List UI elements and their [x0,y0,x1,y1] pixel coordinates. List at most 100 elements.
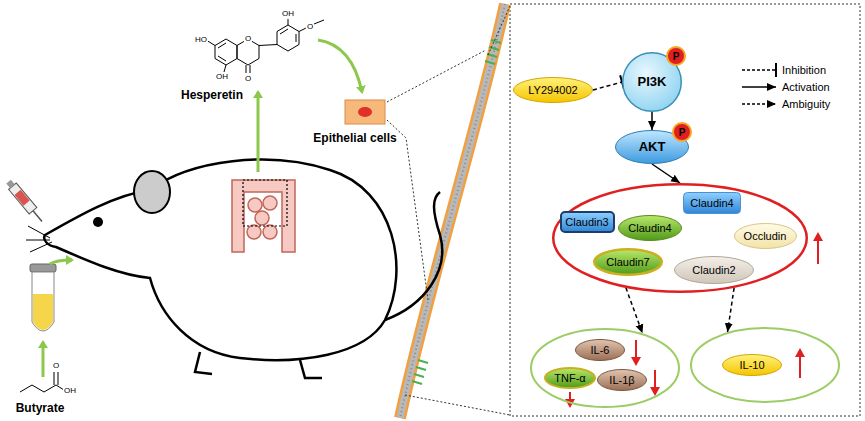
connector [651,112,653,130]
illustration-part [93,217,103,227]
illustration-part [405,6,510,415]
legend-item: Activation [782,82,830,93]
illustration-part [387,50,486,300]
node-text: Claudin7 [606,256,649,268]
protein-ellipse: Claudin2 [674,256,754,284]
kinase-circle: PI3K P [622,52,682,112]
cytokine-group-shape [691,328,839,402]
illustration-part [257,92,260,172]
connector [728,288,735,332]
illustration-part [263,196,277,210]
illustration-part [50,260,72,264]
compound-name: Butyrate [16,402,65,414]
protein-box: Claudin4 [683,192,741,214]
node-text: P [673,51,680,62]
illustration-part [400,4,505,418]
atom-label: O [244,35,252,43]
atom-label: O [244,75,252,83]
node-text: AKT [639,140,666,154]
legend-text: Activation [782,81,830,93]
cytokine-group: IL-6TNF-αIL-1β [530,328,680,408]
cytokine-ellipse: IL-6 [575,339,625,361]
protein-ellipse-shape [594,249,662,275]
cell-label-text: Epithelial cells [313,131,396,145]
illustration-part [400,4,505,418]
atom-label-text: OH [64,386,76,395]
illustration-part [799,352,801,378]
atom-label-text: OH [216,72,228,81]
illustration-part [232,180,295,252]
illustration-part [44,160,396,361]
illustration-part [345,100,385,124]
node-text: Claudin3 [565,216,608,228]
protein-box-shape [561,212,614,232]
illustration-part [9,183,37,214]
legend-sample [742,86,776,88]
cytokine-ellipse-shape [545,368,595,388]
illustration-part [817,236,819,264]
node-text: LY294002 [528,84,577,96]
illustration-part [42,342,45,377]
node-text: Occludin [744,230,787,242]
protein-ellipse: Occludin [734,223,797,249]
protein-ellipse: Claudin7 [593,248,663,276]
protein-box-shape [684,193,741,214]
illustration-part [243,180,287,226]
illustration-part [33,211,42,222]
connector [626,288,643,334]
phospho-badge-shape [673,123,691,141]
compound-name-text: Hesperetin [181,88,243,102]
cytokine-group: IL-10 [690,327,840,403]
atom-label: OH [215,73,229,81]
node-text: Claudin4 [690,197,733,209]
illustration-part [232,180,295,252]
illustration-part [412,360,428,384]
illustration-part [33,294,53,330]
phospho-badge: P [666,46,686,66]
kinase-ellipse: AKT P [615,130,689,164]
tight-junction-ellipse: Claudin3Claudin4Claudin4Claudin7Occludin… [552,183,808,293]
atom-label-text: O [245,34,251,43]
cell-label: Epithelial cells [313,132,396,144]
atom-label: HO [194,36,208,44]
illustration-part [248,198,262,212]
illustration-part [6,180,14,188]
cytokine-ellipse-shape [723,355,782,376]
illustration-part [570,236,818,404]
node-text: PI3K [638,75,667,89]
atom-label: OH [63,387,77,395]
illustration-part [635,340,637,362]
illustration-part [20,372,64,392]
illustration-part [247,225,261,239]
illustration-part [255,211,269,225]
illustration-part [400,4,505,418]
cytokine-ellipse: TNF-α [544,367,596,389]
node-text: TNF-α [554,372,585,384]
illustration-part [26,226,52,252]
protein-ellipse-shape [734,224,796,249]
node-text: Claudin2 [692,264,735,276]
phospho-badge-shape [667,47,685,65]
illustration-part [206,19,324,73]
illustration-part [218,29,296,61]
atom-label: O [306,23,314,31]
node-text: Claudin4 [628,222,671,234]
illustration-part [5,178,46,224]
connector [652,164,680,183]
node-text: P [679,127,686,138]
atom-label-text: O [53,361,59,370]
atom-label-text: HO [195,35,207,44]
legend-text: Inhibition [782,64,826,76]
illustration-part [318,40,362,92]
illustration-part [206,19,324,73]
illustration-part [215,39,237,65]
cytokine-ellipse-shape [598,370,647,391]
illustration-part [20,372,64,392]
compound-name: Hesperetin [181,89,243,101]
illustration-part [30,264,56,272]
illustration-part [510,4,860,416]
protein-ellipse-shape [675,257,754,284]
protein-box: Claudin3 [560,211,615,233]
illustration-part [15,190,30,206]
